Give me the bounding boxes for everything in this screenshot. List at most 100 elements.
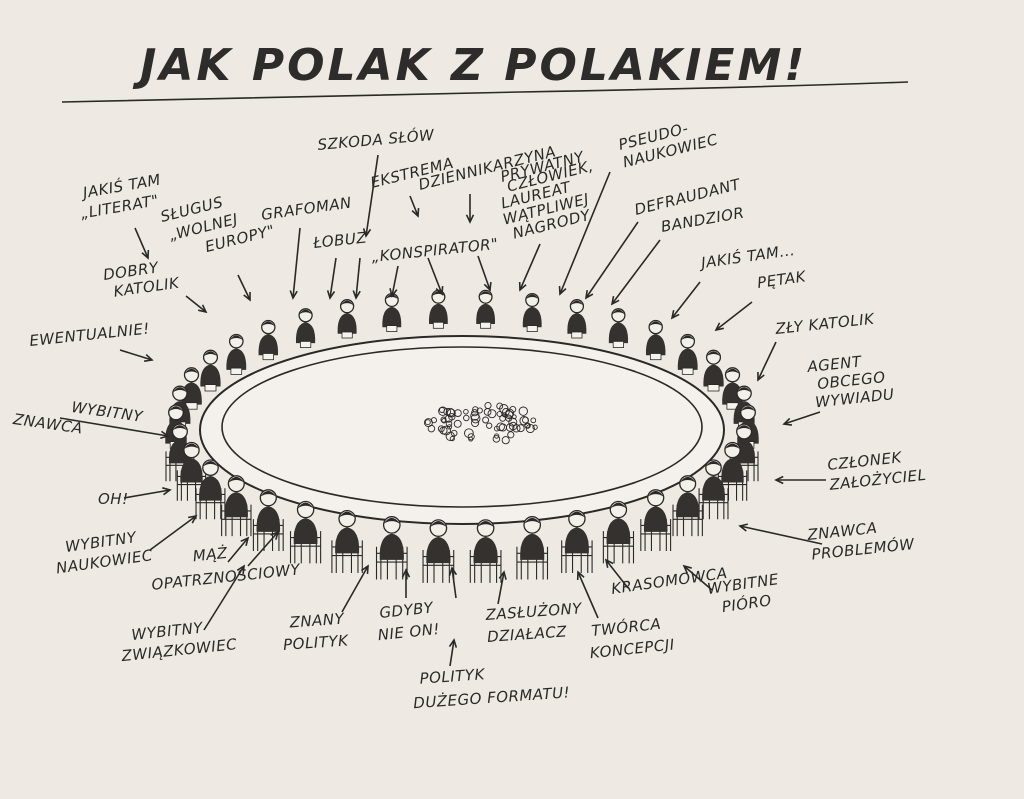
- label-wybitny-zwiazkowiec: WYBITNY ZWIĄZKOWIEC: [118, 615, 238, 665]
- seated-person: [517, 517, 548, 580]
- label-gdyby-line1: GDYBY: [379, 598, 436, 622]
- seated-person: [678, 335, 698, 375]
- label-zasluzony-line2: DZIAŁACZ: [487, 622, 568, 646]
- body: [335, 527, 359, 553]
- arrow-line: [330, 258, 336, 298]
- label-tworca: TWÓRCA KONCEPCJI: [586, 613, 675, 663]
- body: [382, 307, 401, 327]
- seated-person: [703, 350, 723, 391]
- seated-person: [603, 502, 633, 564]
- arrow-line: [135, 228, 148, 258]
- arrow-line: [586, 222, 638, 298]
- body: [520, 534, 544, 560]
- label-polityk-line2: POLITYK: [283, 631, 350, 654]
- label-oh: OH!: [98, 490, 129, 508]
- label-gdyby: GDYBY NIE ON!: [375, 598, 441, 644]
- label-lobuz: ŁOBUZ: [312, 228, 369, 252]
- paper-sheet: [433, 322, 443, 328]
- paper-sheet: [300, 341, 310, 347]
- arrow-line: [672, 282, 700, 318]
- label-formatu-line1: POLITYK: [419, 665, 486, 688]
- body: [429, 304, 448, 324]
- seated-person: [641, 490, 671, 551]
- seated-person: [673, 476, 702, 536]
- paper-sheet: [613, 341, 623, 347]
- label-slugus: SŁUGUS „WOLNEJ EUROPY": [159, 182, 277, 264]
- label-ewentualnie: EWENTUALNIE!: [29, 319, 151, 350]
- paper-sheet: [682, 368, 693, 374]
- label-znawca-problemow: ZNAWCA PROBLEMÓW: [806, 515, 917, 564]
- paper-sheet: [572, 332, 582, 338]
- seated-person: [338, 300, 357, 338]
- body: [259, 334, 279, 355]
- body: [567, 313, 586, 334]
- label-polityk-line1: ZNANY: [288, 610, 346, 632]
- label-dobry-katolik: DOBRY KATOLIK: [102, 256, 181, 302]
- arrow-line: [248, 532, 278, 566]
- paper-sheet: [205, 385, 216, 391]
- seated-person: [200, 350, 220, 391]
- seated-person: [291, 502, 321, 564]
- seated-person: [226, 335, 246, 375]
- label-formatu-line2: DUŻEGO FORMATU!: [413, 682, 571, 712]
- arrow-line: [366, 155, 378, 236]
- body: [644, 506, 668, 532]
- seated-person: [382, 294, 401, 332]
- label-tworca-line1: TWÓRCA: [590, 614, 662, 640]
- paper-sheet: [481, 322, 491, 328]
- seated-person: [609, 309, 628, 348]
- seated-person: [476, 290, 495, 328]
- label-pseudo-naukowiec: PSEUDO- NAUKOWIEC: [617, 113, 720, 172]
- label-agent: AGENT OBCEGO WYWIADU: [806, 349, 896, 412]
- paper-sheet: [231, 368, 242, 374]
- body: [338, 313, 357, 334]
- paper-sheet: [708, 385, 719, 391]
- label-szkoda-slow: SZKODA SŁÓW: [317, 125, 436, 154]
- arrow-line: [186, 296, 206, 312]
- seated-person: [423, 520, 454, 583]
- seated-person: [332, 511, 362, 573]
- label-wybitny-znawca: WYBITNY ZNAWCA: [11, 390, 145, 446]
- body: [473, 537, 497, 563]
- paper-sheet: [650, 354, 661, 360]
- seated-person: [429, 290, 448, 328]
- seated-person: [562, 511, 592, 573]
- label-petak: PĘTAK: [756, 267, 808, 292]
- label-tworca-line2: KONCEPCJI: [589, 635, 676, 662]
- body: [609, 322, 628, 343]
- arrow-line: [520, 244, 540, 290]
- body: [676, 492, 699, 517]
- seated-person: [646, 321, 666, 360]
- label-zasluzony: ZASŁUŻONY DZIAŁACZ: [484, 598, 585, 646]
- label-czlonek: CZŁONEK ZAŁOŻYCIEL: [826, 446, 928, 494]
- body: [380, 534, 404, 560]
- arrow-line: [228, 538, 248, 562]
- body: [565, 527, 589, 553]
- label-gdyby-line2: NIE ON!: [377, 620, 441, 644]
- seated-person: [222, 476, 251, 536]
- arrow-line: [428, 258, 442, 294]
- paper-sheet: [263, 354, 274, 360]
- arrow-line: [758, 342, 776, 380]
- body: [523, 307, 542, 327]
- body: [678, 348, 698, 370]
- table-outer-edge: [200, 336, 724, 524]
- body: [200, 365, 220, 387]
- body: [607, 518, 631, 544]
- seated-person: [523, 294, 542, 332]
- body: [257, 506, 281, 532]
- body: [426, 537, 450, 563]
- arrow-line: [342, 566, 368, 612]
- body: [226, 348, 246, 370]
- arrow-line: [784, 412, 820, 424]
- body: [703, 365, 723, 387]
- label-znany-polityk: ZNANY POLITYK: [281, 609, 350, 654]
- seated-person: [259, 321, 279, 360]
- body: [646, 334, 666, 355]
- body: [476, 304, 495, 324]
- arrow-line: [293, 228, 300, 298]
- seated-person: [470, 520, 501, 583]
- body: [294, 518, 318, 544]
- label-maz-line1: MĄŻ: [192, 543, 229, 566]
